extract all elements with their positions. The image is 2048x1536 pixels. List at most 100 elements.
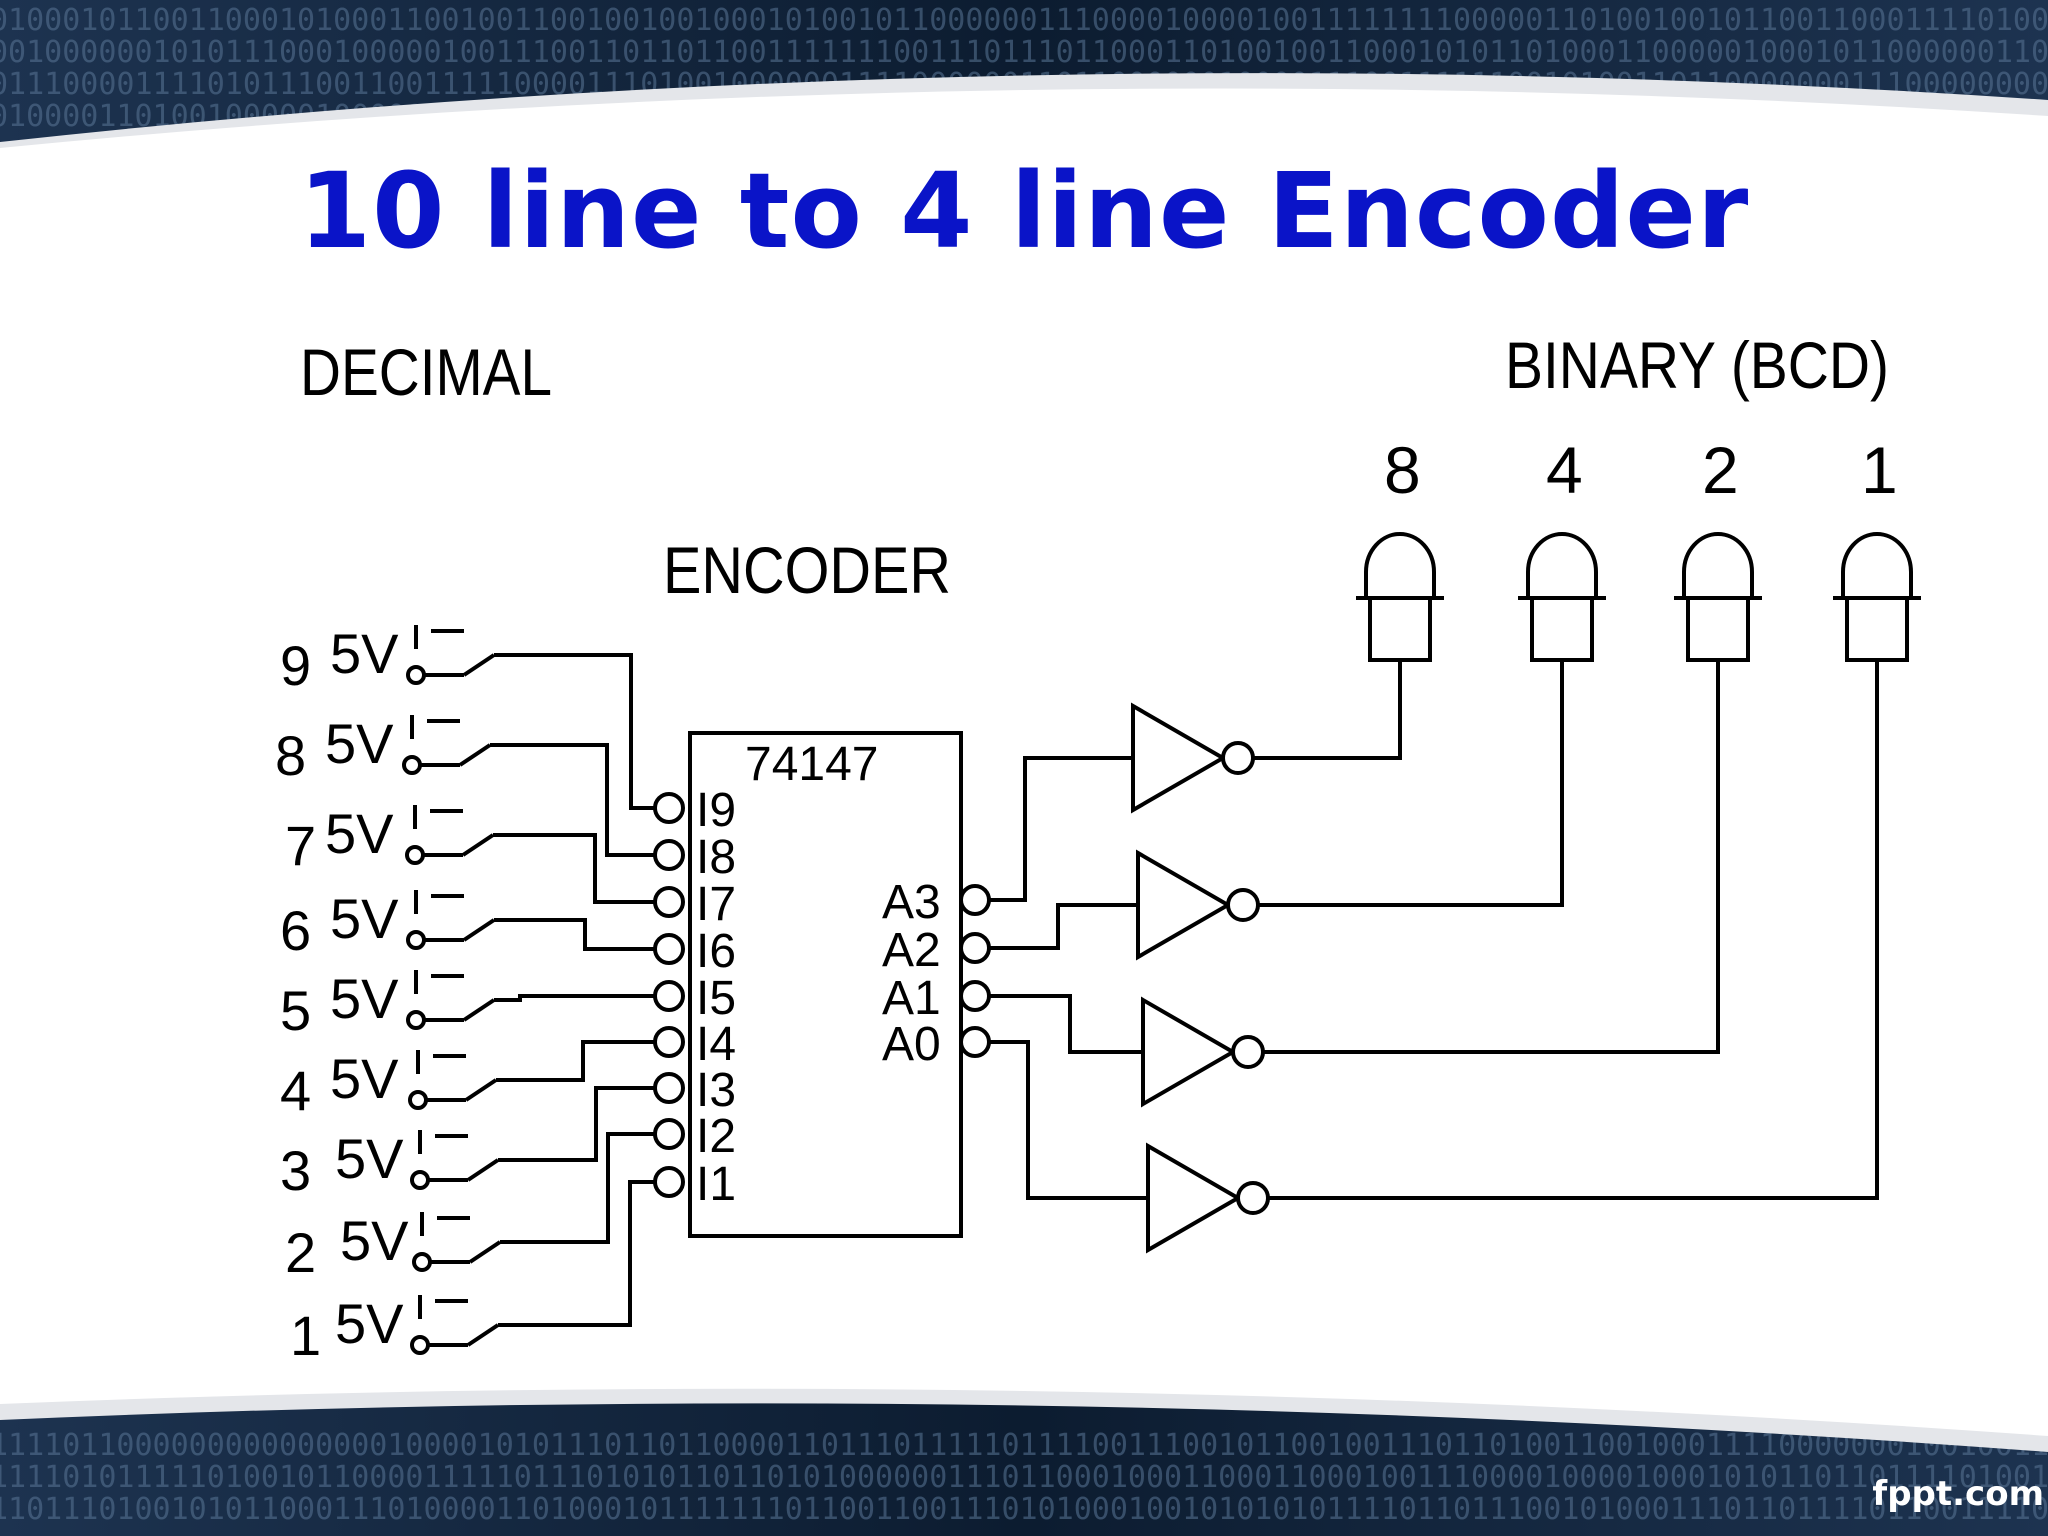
svg-text:010001011001100010100011001001: 0100010110011000101000110010011001001001… xyxy=(0,3,2048,38)
svg-text:001000000101011100010000010011: 0010000001010111000100000100111001101101… xyxy=(0,35,2048,70)
input-pin-i3: I3 xyxy=(653,1064,736,1117)
switch-voltage-label: 5V xyxy=(325,802,394,865)
input-inversion-bubble xyxy=(653,980,685,1012)
lamp-dome xyxy=(1526,532,1598,598)
output-a1: A1 xyxy=(882,660,1720,1108)
switch-digit-label: 5 xyxy=(280,979,311,1042)
footer-credit: fppt.com xyxy=(1872,1474,2044,1514)
switch-blade xyxy=(462,653,496,677)
output-pin-label: A1 xyxy=(882,972,941,1025)
lamp-dome xyxy=(1364,532,1436,598)
switch-digit-label: 9 xyxy=(280,634,311,697)
input-pin-label: I7 xyxy=(696,878,736,931)
output-pin-label: A3 xyxy=(882,876,941,929)
lamp-base xyxy=(1686,596,1750,662)
inverter-bubble xyxy=(1221,741,1255,775)
inverter-gate xyxy=(1146,1142,1242,1254)
input-pin-i5: I5 xyxy=(653,972,736,1025)
inverter-bubble xyxy=(1226,888,1260,922)
output-inversion-bubble xyxy=(959,1026,991,1058)
input-pin-i8: I8 xyxy=(653,831,736,884)
decimal-label: DECIMAL xyxy=(300,335,552,409)
lamp-wire xyxy=(1258,660,1564,907)
inverter-gate xyxy=(1141,996,1237,1108)
output-a3: A3 xyxy=(882,660,1402,929)
input-pin-i1: I1 xyxy=(653,1158,736,1211)
input-inversion-bubble xyxy=(653,886,685,918)
switch-voltage-label: 5V xyxy=(330,967,399,1030)
output-pin-label: A2 xyxy=(882,924,941,977)
output-wire xyxy=(989,1040,1148,1200)
switch-wire xyxy=(498,1086,655,1162)
output-wire xyxy=(989,756,1133,902)
switch-digit-label: 6 xyxy=(280,899,311,962)
input-pin-label: I9 xyxy=(696,784,736,837)
switch-voltage-label: 5V xyxy=(330,622,399,685)
switch-blade xyxy=(464,1078,498,1102)
switch-blade xyxy=(462,998,496,1022)
input-pin-i9: I9 xyxy=(653,784,736,837)
switch-digit-label: 4 xyxy=(280,1059,311,1122)
switch-digit-label: 7 xyxy=(285,814,316,877)
input-pin-label: I8 xyxy=(696,831,736,884)
switch-blade xyxy=(466,1323,500,1347)
switch-voltage-label: 5V xyxy=(330,887,399,950)
lamp-4: 4 xyxy=(1518,433,1606,662)
svg-text:111101011111010010110000111110: 1111010111110100101100001111101110101011… xyxy=(0,1460,2048,1495)
lamp-wire xyxy=(1253,660,1402,760)
switch-6: 6 5V xyxy=(280,887,655,962)
input-pin-label: I3 xyxy=(696,1064,736,1117)
input-pin-i2: I2 xyxy=(653,1110,736,1163)
input-pin-label: I5 xyxy=(696,972,736,1025)
switch-digit-label: 2 xyxy=(285,1221,316,1284)
lamp-1: 1 xyxy=(1833,433,1921,662)
switch-blade xyxy=(468,1240,502,1264)
svg-text:111101100000000000000010000101: 1111011000000000000000100001010111011011… xyxy=(0,1428,2048,1463)
lamp-base xyxy=(1530,596,1594,662)
input-pin-label: I6 xyxy=(696,925,736,978)
switch-wire xyxy=(494,918,655,951)
switch-5: 5 5V xyxy=(280,967,655,1042)
switch-contact xyxy=(406,665,426,685)
switch-8: 8 5V xyxy=(275,712,655,857)
input-inversion-bubble xyxy=(653,1072,685,1104)
encoder-label: ENCODER xyxy=(663,533,951,607)
switch-contact xyxy=(408,1090,428,1110)
lamp-2: 2 xyxy=(1674,433,1762,662)
lamp-wire xyxy=(1268,660,1879,1200)
switch-contact xyxy=(402,755,422,775)
switch-digit-label: 1 xyxy=(290,1304,321,1367)
switch-digit-label: 8 xyxy=(275,724,306,787)
input-pin-label: I1 xyxy=(696,1158,736,1211)
bcd-weight-label: 1 xyxy=(1861,433,1898,507)
switch-voltage-label: 5V xyxy=(335,1127,404,1190)
chip-part-number: 74147 xyxy=(745,738,878,791)
bcd-weight-label: 2 xyxy=(1702,433,1739,507)
lamp-base xyxy=(1845,596,1909,662)
output-a0: A0 xyxy=(882,660,1879,1254)
switch-wire xyxy=(490,743,655,857)
binary-bcd-label: BINARY (BCD) xyxy=(1505,328,1889,402)
output-wire xyxy=(989,994,1143,1054)
output-inversion-bubble xyxy=(959,980,991,1012)
switch-contact xyxy=(410,1170,430,1190)
switch-contact xyxy=(406,1010,426,1030)
inverter-bubble xyxy=(1231,1035,1265,1069)
switch-contact xyxy=(412,1252,432,1272)
switch-blade xyxy=(462,918,496,942)
output-inversion-bubble xyxy=(959,884,991,916)
output-inversion-bubble xyxy=(959,932,991,964)
svg-text:110111010010101100011101000011: 1101110100101011000111010000110100010111… xyxy=(0,1492,2048,1527)
switch-voltage-label: 5V xyxy=(335,1292,404,1355)
bcd-weight-label: 4 xyxy=(1546,433,1583,507)
switch-voltage-label: 5V xyxy=(325,712,394,775)
input-inversion-bubble xyxy=(653,839,685,871)
